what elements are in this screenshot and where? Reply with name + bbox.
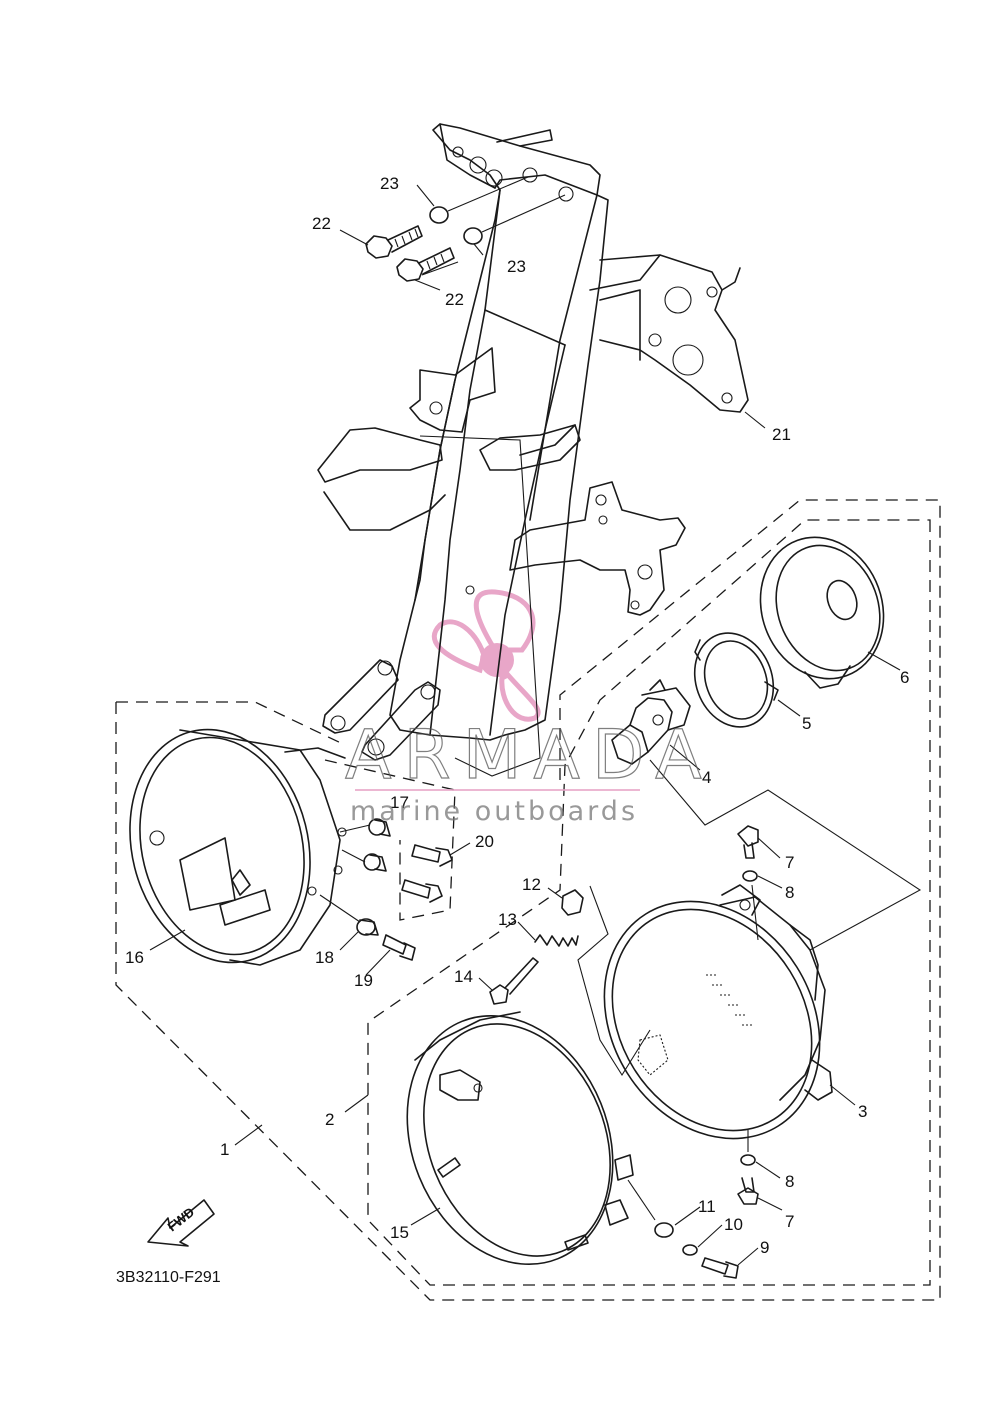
- nut-12: [561, 889, 584, 916]
- propeller-icon: [431, 589, 541, 722]
- bolt-20-upper: [411, 844, 453, 867]
- callout-17: 17: [390, 793, 409, 812]
- bulb-socket-5: [693, 632, 779, 728]
- callout-22-upper: 22: [312, 214, 331, 233]
- adjusting-screw-14: [489, 957, 539, 1005]
- collar-18: [356, 918, 379, 936]
- callout-4: 4: [702, 768, 711, 787]
- callout-7-upper: 7: [785, 853, 794, 872]
- callout-13: 13: [498, 910, 517, 929]
- callout-12: 12: [522, 875, 541, 894]
- assembly-2-outline: [367, 519, 931, 1286]
- washer-23-upper: [429, 206, 449, 224]
- callout-16: 16: [125, 948, 144, 967]
- headlight-rim-15: [406, 1011, 634, 1266]
- bolt-20-lower: [401, 879, 443, 903]
- callout-20: 20: [475, 832, 494, 851]
- screw-7-upper: [737, 825, 759, 859]
- callout-1: 1: [220, 1140, 229, 1159]
- callout-11: 11: [698, 1197, 716, 1216]
- callout-18: 18: [315, 948, 334, 967]
- bolt-22-lower: [396, 247, 455, 282]
- callout-5: 5: [802, 714, 811, 733]
- callout-10: 10: [724, 1215, 743, 1234]
- washer-10: [682, 1244, 698, 1256]
- screw-7-lower: [737, 1177, 759, 1205]
- callout-6: 6: [900, 668, 909, 687]
- callout-19: 19: [354, 971, 373, 990]
- headlight-unit-3: [603, 884, 833, 1140]
- bulb-4: [611, 679, 691, 765]
- washer-11: [654, 1222, 674, 1238]
- callout-14: 14: [454, 967, 473, 986]
- callout-7-lower: 7: [785, 1212, 794, 1231]
- screw-9: [701, 1257, 739, 1279]
- washer-8-lower: [740, 1154, 756, 1166]
- washer-23-lower: [463, 227, 483, 245]
- diagram-code: 3B32110-F291: [116, 1269, 221, 1286]
- callout-22-lower: 22: [445, 290, 464, 309]
- callout-3: 3: [858, 1102, 867, 1121]
- screw-19: [382, 934, 416, 961]
- spring-13: [534, 934, 579, 947]
- collar-17-lower: [363, 853, 387, 872]
- watermark-brand: ARMADA: [345, 716, 714, 795]
- callout-2: 2: [325, 1110, 334, 1129]
- headlight-stay-frame: [317, 123, 749, 761]
- callout-9: 9: [760, 1238, 769, 1257]
- callout-8-lower: 8: [785, 1172, 794, 1191]
- dust-cover-6: [759, 536, 885, 689]
- callout-21: 21: [772, 425, 791, 444]
- forward-arrow-icon: FWD: [147, 1199, 215, 1247]
- callout-23-lower: 23: [507, 257, 526, 276]
- bolt-22-upper: [365, 225, 423, 259]
- callout-15: 15: [390, 1223, 409, 1242]
- callout-8-upper: 8: [785, 883, 794, 902]
- collar-17-upper: [368, 818, 391, 837]
- headlight-housing-16: [129, 728, 347, 966]
- assembly-17-outline: [324, 759, 456, 921]
- callout-23-upper: 23: [380, 174, 399, 193]
- assembly-1-outline: [115, 499, 941, 1301]
- washer-8-upper: [742, 870, 758, 882]
- watermark-tagline: marine outboards: [350, 796, 638, 827]
